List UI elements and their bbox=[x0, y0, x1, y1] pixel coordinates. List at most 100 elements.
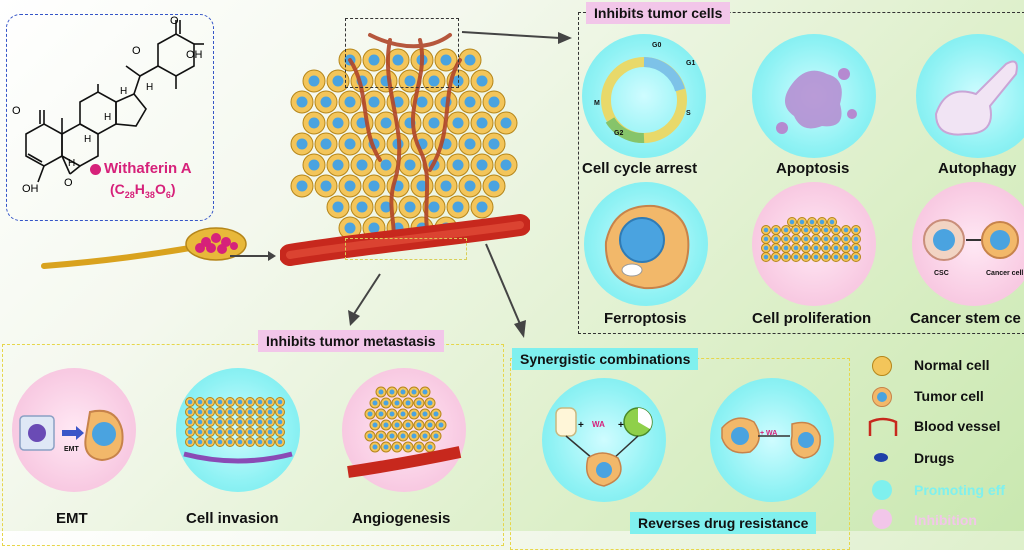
invasion-cell-nucleus bbox=[237, 399, 243, 405]
label-csc: CSC bbox=[934, 270, 949, 277]
invasion-cell-nucleus bbox=[267, 399, 273, 405]
withaferin-structure: O O OH O O OH H H H H H bbox=[12, 15, 204, 195]
tumor-cell-nucleus bbox=[488, 96, 500, 108]
angio-cell-nucleus bbox=[416, 422, 422, 428]
prolif-cell-nucleus bbox=[763, 245, 769, 251]
legend-tumor-cell: Tumor cell bbox=[914, 388, 984, 404]
legend-inhibition: Inhibition bbox=[914, 512, 977, 528]
invasion-cell-nucleus bbox=[247, 409, 253, 415]
legend-promoting-icon bbox=[872, 480, 892, 500]
label-emt: EMT bbox=[56, 510, 88, 527]
resistance-cells-icon bbox=[721, 417, 821, 459]
tumor-cell-nucleus bbox=[464, 180, 476, 192]
angio-cell-nucleus bbox=[416, 400, 422, 406]
prolif-top-cell-nucleus bbox=[809, 219, 815, 225]
invasion-cell-nucleus bbox=[277, 419, 283, 425]
prolif-cell-nucleus bbox=[813, 236, 819, 242]
tumor-cell-nucleus bbox=[380, 159, 392, 171]
arrow-to-synergy bbox=[485, 243, 526, 338]
invasion-cell-nucleus bbox=[237, 439, 243, 445]
resistance-wa: + WA bbox=[760, 430, 778, 437]
angio-cell-nucleus bbox=[378, 389, 384, 395]
invasion-cells-icon bbox=[183, 397, 293, 464]
legend-normal-cell: Normal cell bbox=[914, 357, 990, 373]
label-apoptosis: Apoptosis bbox=[776, 160, 850, 177]
angio-cell-nucleus bbox=[400, 433, 406, 439]
legend-drug-icon bbox=[874, 453, 888, 462]
angio-cell-nucleus bbox=[389, 411, 395, 417]
proliferation-cells-icon bbox=[761, 217, 861, 262]
tumor-cell-nucleus bbox=[308, 75, 320, 87]
formula-o: 6 bbox=[165, 189, 171, 200]
prolif-cell-nucleus bbox=[853, 227, 859, 233]
tumor-cell-nucleus bbox=[344, 138, 356, 150]
angio-cell-nucleus bbox=[400, 389, 406, 395]
arrow-to-metastasis bbox=[348, 273, 381, 326]
invasion-cell-nucleus bbox=[227, 439, 233, 445]
tumor-cell-nucleus bbox=[428, 117, 440, 129]
atom-o-ketone-top: O bbox=[170, 15, 179, 27]
ferroptosis-cell-icon bbox=[604, 204, 690, 290]
invasion-cell-nucleus bbox=[247, 429, 253, 435]
prolif-cell-nucleus bbox=[813, 227, 819, 233]
prolif-cell-nucleus bbox=[793, 245, 799, 251]
tumor-cell-nucleus bbox=[464, 96, 476, 108]
tumor-cell-nucleus bbox=[404, 201, 416, 213]
legend-inhibition-icon bbox=[872, 509, 892, 529]
compound-name: Withaferin A bbox=[104, 160, 192, 177]
invasion-cell-nucleus bbox=[277, 409, 283, 415]
formula-o-prefix: O bbox=[154, 181, 166, 197]
formula-h-prefix: H bbox=[134, 181, 145, 197]
compound-formula: (C28H38O6) bbox=[110, 181, 176, 200]
prolif-cell-nucleus bbox=[763, 236, 769, 242]
legend-tumor-nucleus bbox=[877, 392, 887, 402]
prolif-top-cell-nucleus bbox=[789, 219, 795, 225]
prolif-cell-nucleus bbox=[823, 254, 829, 260]
autophagy-cell-icon bbox=[934, 60, 1018, 136]
prolif-cell-nucleus bbox=[843, 245, 849, 251]
invasion-cell-nucleus bbox=[187, 429, 193, 435]
prolif-cell-nucleus bbox=[813, 245, 819, 251]
invasion-cell-nucleus bbox=[207, 409, 213, 415]
invasion-cell-nucleus bbox=[277, 399, 283, 405]
angio-cell-nucleus bbox=[389, 433, 395, 439]
invasion-cell-nucleus bbox=[197, 399, 203, 405]
angio-cell-nucleus bbox=[433, 433, 439, 439]
angio-cell-nucleus bbox=[433, 411, 439, 417]
label-cancer-stem: Cancer stem ce bbox=[910, 310, 1021, 327]
tumor-cell-nucleus bbox=[392, 54, 404, 66]
phase-m: M bbox=[594, 100, 600, 107]
invasion-cell-nucleus bbox=[187, 409, 193, 415]
synergy-title: Synergistic combinations bbox=[512, 348, 699, 370]
tumor-cells-panel bbox=[578, 12, 1024, 334]
prolif-cell-nucleus bbox=[853, 236, 859, 242]
invasion-cell-nucleus bbox=[187, 439, 193, 445]
stem-cell-icon bbox=[923, 219, 1019, 261]
synergy-plus-1: + bbox=[578, 420, 584, 431]
tumor-cell-nucleus bbox=[368, 96, 380, 108]
phase-s: S bbox=[686, 110, 691, 117]
angio-cell-nucleus bbox=[372, 400, 378, 406]
tumor-cell-nucleus bbox=[428, 201, 440, 213]
angio-cell-nucleus bbox=[422, 411, 428, 417]
angio-vessel bbox=[347, 446, 462, 478]
invasion-cell-nucleus bbox=[227, 399, 233, 405]
tumor-cell-nucleus bbox=[368, 222, 380, 234]
invasion-cell-nucleus bbox=[267, 439, 273, 445]
angio-cell-nucleus bbox=[422, 389, 428, 395]
resistance-title: Reverses drug resistance bbox=[630, 512, 817, 534]
angio-cell-nucleus bbox=[383, 400, 389, 406]
invasion-cell-nucleus bbox=[207, 419, 213, 425]
prolif-cell-nucleus bbox=[773, 254, 779, 260]
tumor-cell-nucleus bbox=[452, 159, 464, 171]
formula-suffix: ) bbox=[170, 181, 176, 197]
label-autophagy: Autophagy bbox=[938, 160, 1017, 177]
angio-cell-nucleus bbox=[400, 411, 406, 417]
tumor-cells-title: Inhibits tumor cells bbox=[586, 2, 731, 24]
tumor-cell-nucleus bbox=[464, 54, 476, 66]
angio-cell-nucleus bbox=[427, 400, 433, 406]
invasion-cell-nucleus bbox=[217, 429, 223, 435]
invasion-cell-nucleus bbox=[277, 429, 283, 435]
invasion-cell-nucleus bbox=[247, 439, 253, 445]
prolif-cell-nucleus bbox=[833, 245, 839, 251]
